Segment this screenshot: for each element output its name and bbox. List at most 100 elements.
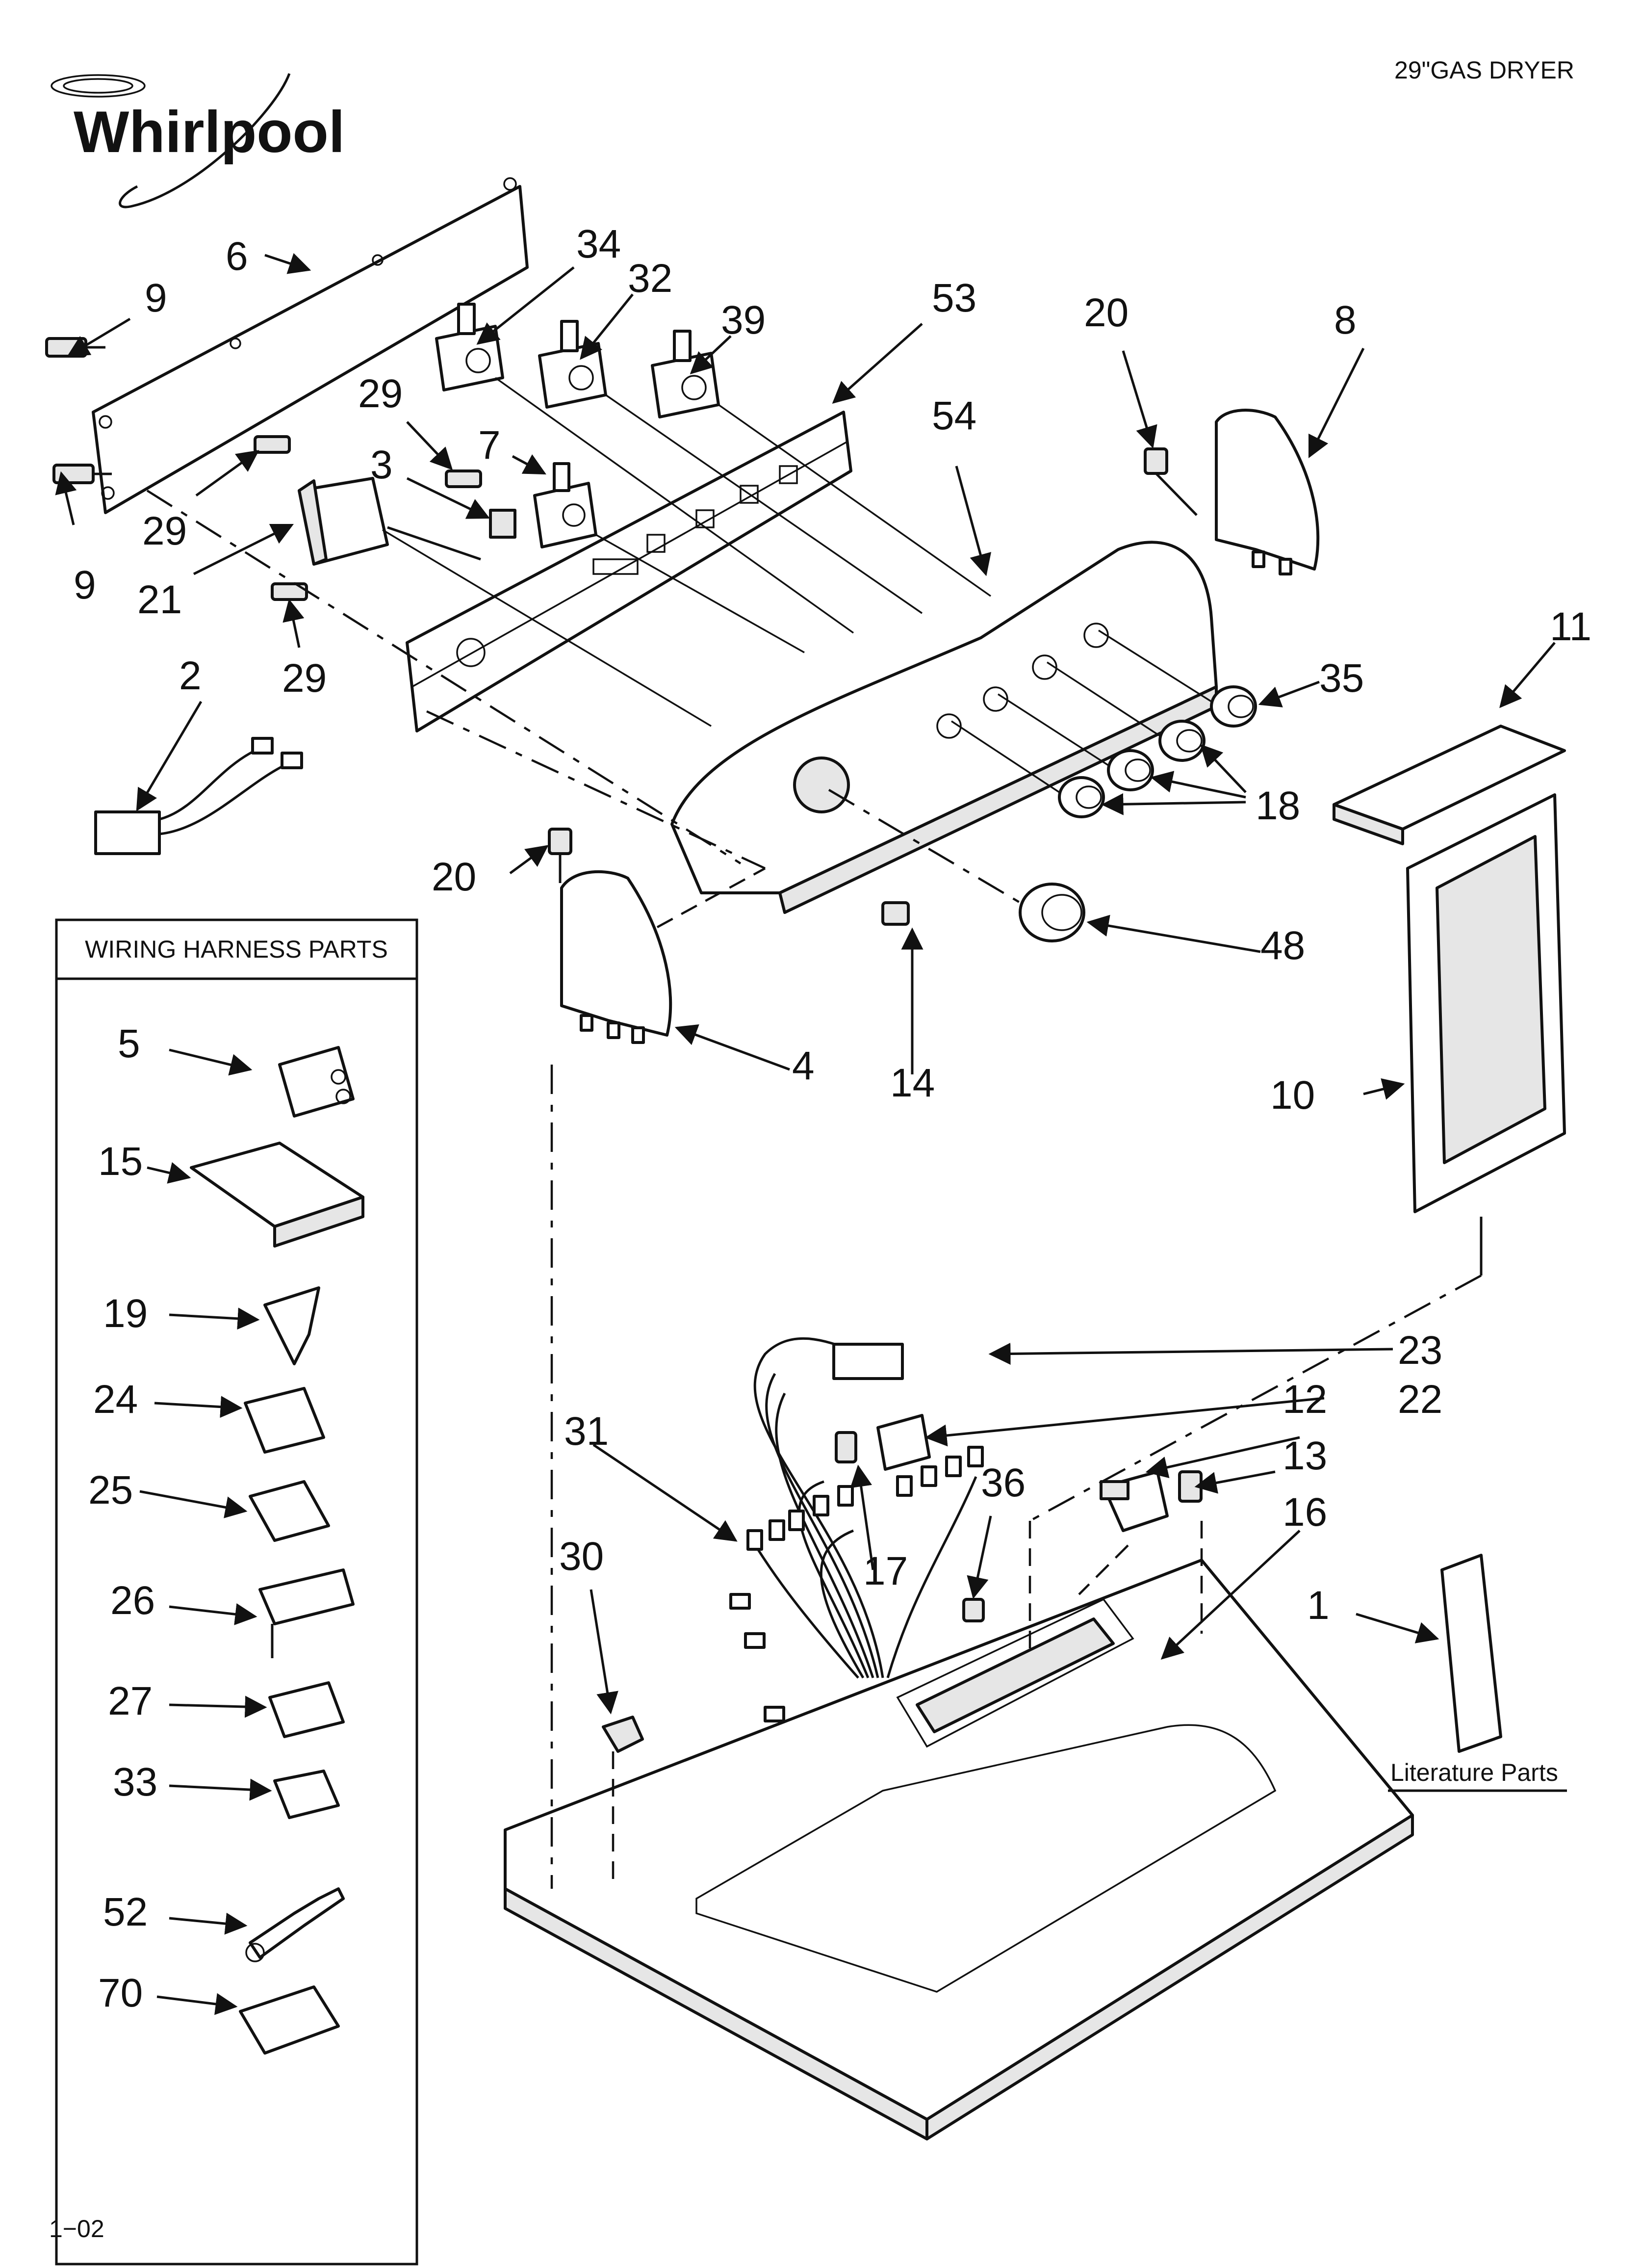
callout-21: 21: [137, 577, 182, 622]
callout-35: 35: [1319, 656, 1364, 701]
knob-18a: [1158, 720, 1206, 762]
callout-29-left: 29: [142, 509, 187, 553]
callout-12: 12: [1283, 1377, 1327, 1422]
switch-7: [533, 462, 597, 548]
callout-39: 39: [721, 298, 766, 342]
knob-35: [1210, 685, 1257, 728]
callout-13: 13: [1283, 1434, 1327, 1478]
switch-32: [538, 320, 607, 409]
connector-31d: [813, 1495, 829, 1516]
connector-e: [729, 1593, 751, 1610]
connector-d: [967, 1446, 984, 1467]
callout-29-mid: 29: [358, 371, 403, 416]
callout-11: 11: [1550, 604, 1591, 649]
callout-3: 3: [370, 443, 393, 487]
wiring-box-title: WIRING HARNESS PARTS: [85, 936, 388, 963]
screw-20-left: [548, 828, 572, 883]
harness-part-52: [245, 1887, 345, 1962]
connector-31a: [746, 1529, 763, 1551]
clip-30: [602, 1716, 644, 1753]
callout-6: 6: [226, 234, 248, 279]
end-cap-4: [560, 870, 672, 1037]
callout-36: 36: [981, 1460, 1026, 1505]
switch-39: [651, 330, 720, 418]
screw-36: [962, 1598, 985, 1622]
connector-31c: [788, 1510, 805, 1531]
callout-9-bottom: 9: [74, 563, 96, 607]
callout-1: 1: [1307, 1583, 1330, 1628]
box-label-19: 19: [103, 1291, 148, 1336]
harness-part-19: [263, 1286, 320, 1365]
top-panel-16: [504, 1559, 1414, 2121]
connector-a: [896, 1475, 913, 1497]
box-label-70: 70: [98, 1971, 143, 2015]
callout-10: 10: [1270, 1073, 1315, 1118]
box-label-24: 24: [93, 1377, 138, 1422]
callout-7: 7: [478, 423, 501, 468]
screw-29-mid: [445, 469, 482, 488]
screw-9-top: [45, 337, 105, 358]
switch-34: [435, 303, 504, 391]
harness-part-33: [273, 1770, 340, 1819]
knob-18b: [1107, 749, 1154, 791]
connector-g: [764, 1706, 785, 1722]
harness-part-25: [249, 1480, 330, 1542]
callout-2: 2: [179, 653, 202, 698]
screw-29-left: [254, 435, 291, 454]
bracket-hole: [230, 338, 241, 349]
box-label-26: 26: [110, 1578, 155, 1623]
callout-14: 14: [890, 1061, 935, 1105]
console-panel-54: [670, 541, 1218, 894]
rear-bracket-plate: [92, 185, 529, 514]
callout-17: 17: [863, 1549, 908, 1593]
callout-20-top: 20: [1084, 290, 1129, 335]
box-label-33: 33: [113, 1760, 157, 1804]
screw-20-top: [1144, 447, 1198, 516]
dial-knob-opening: [793, 756, 850, 813]
connector-c: [945, 1456, 962, 1477]
callout-18: 18: [1256, 783, 1300, 828]
callout-29-lower: 29: [282, 656, 327, 701]
callout-30: 30: [559, 1534, 604, 1579]
harness-part-5: [278, 1046, 355, 1118]
screw-14: [881, 901, 910, 926]
clamp-12: [1100, 1470, 1169, 1532]
console-strip-53: [406, 411, 852, 732]
brand-wordmark: Whirlpool: [74, 99, 345, 165]
harness-part-24: [244, 1387, 325, 1454]
clip-3: [489, 509, 516, 539]
callout-23: 23: [1398, 1328, 1442, 1373]
knob-48: [1019, 883, 1085, 942]
box-label-25: 25: [88, 1468, 133, 1512]
callout-20-left: 20: [432, 855, 476, 899]
lint-opening: [896, 1598, 1134, 1748]
connector-31b: [769, 1519, 785, 1541]
callout-54: 54: [932, 393, 976, 438]
callout-34: 34: [576, 222, 621, 266]
end-cap-8: [1215, 409, 1320, 571]
harness-part-26: [258, 1568, 355, 1658]
bracket-hole: [99, 415, 112, 429]
screw-29-lower: [271, 582, 308, 601]
box-label-5: 5: [118, 1021, 140, 1066]
harness-part-70: [239, 1985, 340, 2055]
bracket-hole: [101, 486, 115, 500]
connector-b: [921, 1465, 937, 1487]
timer-21: [298, 477, 481, 566]
box-label-15: 15: [98, 1139, 143, 1184]
callout-53: 53: [932, 276, 976, 320]
literature-label: Literature Parts: [1390, 1759, 1558, 1786]
knob-18c: [1058, 776, 1105, 818]
callout-22: 22: [1398, 1377, 1442, 1422]
callout-16: 16: [1283, 1490, 1327, 1535]
wire-harness-2: [94, 737, 303, 855]
callout-8: 8: [1334, 298, 1357, 342]
harness-part-27: [268, 1681, 345, 1738]
connector-f: [744, 1632, 766, 1649]
clip-22: [876, 1414, 931, 1471]
box-label-27: 27: [108, 1679, 153, 1723]
bracket-hole: [372, 254, 384, 266]
wiring-harness-box: WIRING HARNESS PARTS: [55, 918, 418, 2266]
literature-booklet-1: [1440, 1554, 1502, 1753]
